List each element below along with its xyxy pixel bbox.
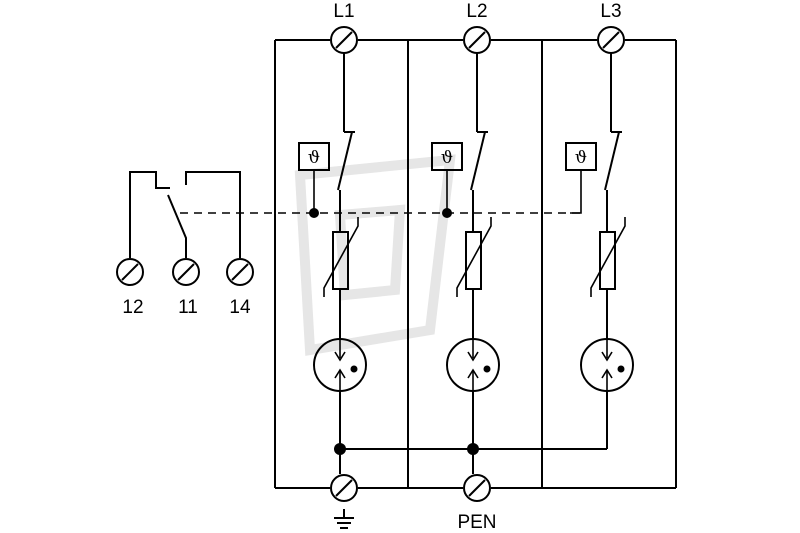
terminal-14 — [226, 258, 254, 286]
spark-gap-icon — [580, 338, 634, 392]
spark-gap-icon — [446, 338, 500, 392]
thermal-disconnector-icon: ϑ — [565, 142, 597, 214]
svg-text:ϑ: ϑ — [308, 148, 320, 168]
svg-text:ϑ: ϑ — [441, 148, 453, 168]
label-L2: L2 — [466, 1, 487, 22]
thermal-switch-blade — [470, 131, 486, 191]
phase-2-module: ϑ — [431, 53, 500, 474]
label-PEN: PEN — [457, 512, 496, 533]
terminal-12 — [116, 258, 144, 286]
enclosure-frame — [274, 39, 677, 489]
spark-gap-icon — [313, 338, 367, 392]
watermark-logo — [294, 154, 456, 356]
thermal-disconnector-icon: ϑ — [431, 142, 463, 213]
label-L3: L3 — [600, 1, 621, 22]
terminal-PEN — [463, 474, 491, 502]
thermal-switch-blade — [337, 131, 353, 191]
phase-1-module: ϑ — [298, 53, 367, 474]
terminal-earth — [330, 474, 358, 502]
label-14: 14 — [229, 297, 251, 318]
terminal-L1 — [330, 26, 358, 54]
label-12: 12 — [122, 297, 143, 318]
terminal-L2 — [463, 26, 491, 54]
svg-text:ϑ: ϑ — [575, 148, 587, 168]
terminal-11 — [172, 258, 200, 286]
thermal-switch-blade — [604, 131, 620, 191]
label-11: 11 — [178, 297, 198, 318]
common-bus — [334, 443, 607, 455]
thermal-disconnector-icon: ϑ — [298, 142, 330, 213]
earth-ground-icon — [334, 509, 354, 529]
changeover-switch-icon — [129, 171, 241, 258]
label-L1: L1 — [333, 1, 354, 22]
terminal-L3 — [597, 26, 625, 54]
mechanical-linkage — [180, 208, 581, 218]
phase-3-module: ϑ — [565, 53, 634, 449]
